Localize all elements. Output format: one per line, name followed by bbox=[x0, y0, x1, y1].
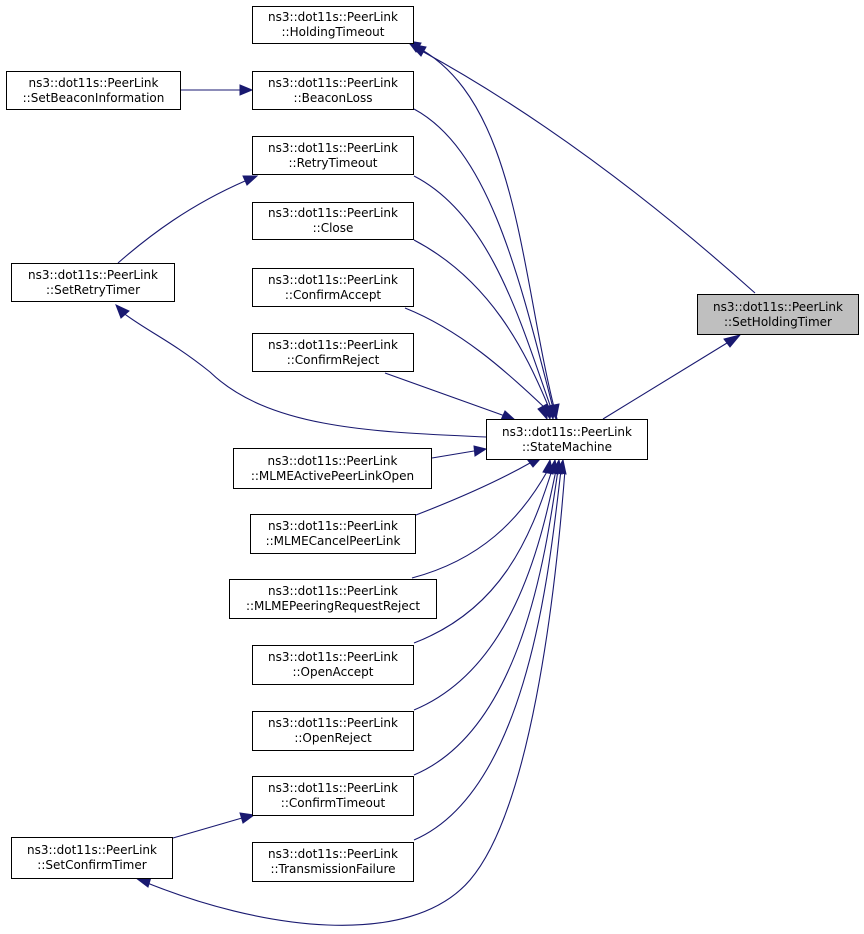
node-open-accept[interactable]: ns3::dot11s::PeerLink ::OpenAccept bbox=[252, 645, 414, 685]
node-transmission-failure-line2: ::TransmissionFailure bbox=[270, 862, 396, 876]
node-set-holding-timer-line2: ::SetHoldingTimer bbox=[724, 314, 832, 329]
node-mlme-cancel-peer-link-line2: ::MLMECancelPeerLink bbox=[265, 534, 401, 548]
node-confirm-timeout[interactable]: ns3::dot11s::PeerLink ::ConfirmTimeout bbox=[252, 776, 414, 816]
node-confirm-reject-line1: ns3::dot11s::PeerLink bbox=[268, 337, 398, 352]
node-set-holding-timer-line1: ns3::dot11s::PeerLink bbox=[713, 299, 843, 314]
node-state-machine-line1: ns3::dot11s::PeerLink bbox=[502, 424, 632, 439]
edge-setretrytimer-to-retrytimeout bbox=[117, 180, 246, 264]
node-mlme-peering-request-reject-line1: ns3::dot11s::PeerLink bbox=[268, 584, 398, 598]
node-open-reject-line2: ::OpenReject bbox=[294, 731, 372, 745]
node-confirm-accept[interactable]: ns3::dot11s::PeerLink ::ConfirmAccept bbox=[252, 268, 414, 307]
node-set-retry-timer[interactable]: ns3::dot11s::PeerLink ::SetRetryTimer bbox=[11, 263, 175, 302]
node-set-beacon-information[interactable]: ns3::dot11s::PeerLink ::SetBeaconInforma… bbox=[6, 71, 181, 110]
node-beacon-loss-line1: ns3::dot11s::PeerLink bbox=[268, 75, 398, 90]
node-set-beacon-information-line1: ns3::dot11s::PeerLink bbox=[28, 75, 159, 90]
arrowhead-statemachine-6 bbox=[473, 445, 488, 457]
node-close-line1: ns3::dot11s::PeerLink bbox=[268, 206, 398, 220]
edge-statemachine-to-holdingtimeout bbox=[414, 45, 558, 420]
node-set-beacon-information-line2: ::SetBeaconInformation bbox=[22, 90, 165, 105]
edge-transmissionfailure-to-statemachine bbox=[413, 469, 562, 841]
node-mlme-peering-request-reject-line2: ::MLMEPeeringRequestReject bbox=[245, 599, 421, 613]
arrowhead-setholdingtimer bbox=[723, 334, 742, 348]
edge-confirmreject-to-statemachine bbox=[384, 372, 506, 417]
node-mlme-active-peer-link-open-line1: ns3::dot11s::PeerLink bbox=[267, 453, 398, 468]
node-confirm-reject[interactable]: ns3::dot11s::PeerLink ::ConfirmReject bbox=[252, 333, 414, 372]
node-open-accept-line1: ns3::dot11s::PeerLink bbox=[268, 650, 398, 664]
edge-setconfirmtimer-to-confirmtimeout bbox=[172, 817, 243, 839]
node-open-accept-line2: ::OpenAccept bbox=[292, 665, 374, 679]
node-close-line2: ::Close bbox=[312, 221, 354, 235]
edge-statemachine-to-setretrytimer bbox=[121, 311, 487, 438]
node-holding-timeout[interactable]: ns3::dot11s::PeerLink ::HoldingTimeout bbox=[252, 6, 414, 44]
node-mlme-active-peer-link-open-line2: ::MLMEActivePeerLinkOpen bbox=[250, 468, 415, 483]
node-open-reject[interactable]: ns3::dot11s::PeerLink ::OpenReject bbox=[252, 711, 414, 751]
edge-openreject-to-statemachine bbox=[413, 469, 557, 711]
node-confirm-accept-line2: ::ConfirmAccept bbox=[284, 287, 382, 302]
node-mlme-active-peer-link-open[interactable]: ns3::dot11s::PeerLink ::MLMEActivePeerLi… bbox=[233, 448, 432, 489]
edge-confirmtimeout-to-statemachine bbox=[413, 469, 559, 776]
edge-setholdingtimer-to-holdingtimeout bbox=[419, 49, 756, 294]
node-state-machine-line2: ::StateMachine bbox=[521, 439, 613, 454]
node-set-confirm-timer-line1: ns3::dot11s::PeerLink bbox=[27, 843, 157, 857]
node-holding-timeout-line1: ns3::dot11s::PeerLink bbox=[268, 10, 398, 24]
node-set-confirm-timer[interactable]: ns3::dot11s::PeerLink ::SetConfirmTimer bbox=[11, 837, 173, 879]
node-confirm-reject-line2: ::ConfirmReject bbox=[286, 352, 380, 367]
arrowhead-retrytimeout bbox=[242, 175, 259, 186]
node-state-machine[interactable]: ns3::dot11s::PeerLink ::StateMachine bbox=[486, 419, 648, 460]
node-open-reject-line1: ns3::dot11s::PeerLink bbox=[268, 716, 398, 730]
node-set-holding-timer: ns3::dot11s::PeerLink ::SetHoldingTimer bbox=[697, 294, 859, 335]
node-close[interactable]: ns3::dot11s::PeerLink ::Close bbox=[252, 202, 414, 240]
arrowhead-beaconloss bbox=[239, 84, 254, 96]
node-holding-timeout-line2: ::HoldingTimeout bbox=[281, 25, 385, 39]
node-mlme-peering-request-reject[interactable]: ns3::dot11s::PeerLink ::MLMEPeeringReque… bbox=[229, 579, 437, 619]
node-transmission-failure-line1: ns3::dot11s::PeerLink bbox=[268, 847, 398, 861]
node-retry-timeout[interactable]: ns3::dot11s::PeerLink ::RetryTimeout bbox=[252, 136, 414, 175]
edge-setconfirmtimer-to-statemachine bbox=[139, 469, 566, 926]
arrowhead-confirmtimeout bbox=[239, 812, 256, 824]
node-set-retry-timer-line2: ::SetRetryTimer bbox=[45, 282, 140, 297]
arrowhead-statemachine-11 bbox=[555, 458, 567, 475]
node-beacon-loss[interactable]: ns3::dot11s::PeerLink ::BeaconLoss bbox=[252, 71, 414, 110]
node-mlme-cancel-peer-link-line1: ns3::dot11s::PeerLink bbox=[268, 519, 398, 533]
node-set-confirm-timer-line2: ::SetConfirmTimer bbox=[37, 858, 147, 872]
edge-retrytimeout-to-statemachine bbox=[413, 175, 552, 409]
node-retry-timeout-line1: ns3::dot11s::PeerLink bbox=[268, 140, 398, 155]
node-mlme-cancel-peer-link[interactable]: ns3::dot11s::PeerLink ::MLMECancelPeerLi… bbox=[250, 514, 416, 554]
arrowhead-statemachine-4 bbox=[537, 403, 548, 421]
arrowhead-setretrytimer bbox=[115, 304, 130, 319]
node-set-retry-timer-line1: ns3::dot11s::PeerLink bbox=[28, 267, 158, 282]
node-beacon-loss-line2: ::BeaconLoss bbox=[293, 90, 373, 105]
edge-mlmeactive-to-statemachine bbox=[431, 449, 481, 459]
edge-mlmepeering-to-statemachine bbox=[411, 469, 549, 579]
edge-openaccept-to-statemachine bbox=[413, 469, 553, 644]
node-confirm-timeout-line2: ::ConfirmTimeout bbox=[280, 796, 386, 810]
edge-mlmecancel-to-statemachine bbox=[415, 462, 531, 516]
edge-statemachine-to-setholdingtimer bbox=[602, 342, 728, 420]
node-confirm-accept-line1: ns3::dot11s::PeerLink bbox=[268, 272, 398, 287]
node-confirm-timeout-line1: ns3::dot11s::PeerLink bbox=[268, 781, 398, 795]
node-transmission-failure[interactable]: ns3::dot11s::PeerLink ::TransmissionFail… bbox=[252, 842, 414, 882]
node-retry-timeout-line2: ::RetryTimeout bbox=[288, 155, 378, 170]
edge-close-to-statemachine bbox=[413, 239, 550, 409]
edge-confirmaccept-to-statemachine bbox=[404, 307, 546, 409]
edge-beaconloss-to-statemachine bbox=[413, 108, 554, 409]
